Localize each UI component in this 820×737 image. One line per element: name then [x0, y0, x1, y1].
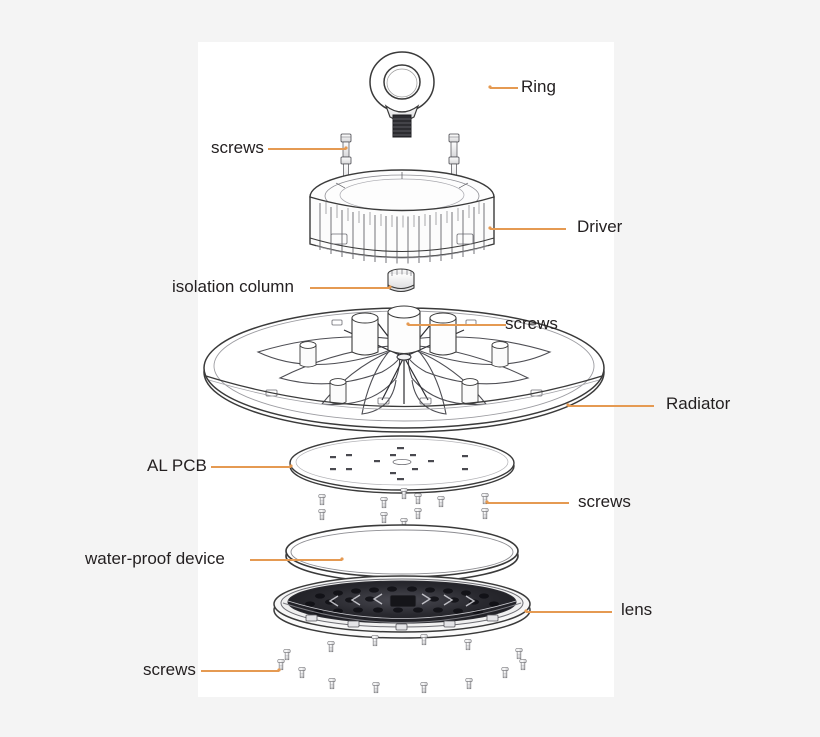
component-lens	[273, 575, 531, 639]
leader-line-driver	[490, 228, 566, 230]
leader-line-ring	[490, 87, 518, 89]
label-isolation-column: isolation column	[172, 277, 294, 296]
leader-line-lens	[526, 611, 612, 613]
leader-line-al-pcb	[211, 466, 291, 468]
component-screws-pcb	[318, 488, 489, 530]
label-al-pcb: AL PCB	[147, 456, 207, 475]
leader-line-screws-bottom	[201, 670, 279, 672]
label-driver: Driver	[577, 217, 623, 236]
component-water-proof-device	[285, 524, 519, 583]
label-screws-pcb: screws	[578, 492, 631, 511]
label-radiator: Radiator	[666, 394, 731, 413]
leader-line-screws-radiator	[408, 324, 506, 326]
component-al-pcb	[289, 435, 515, 494]
component-isolation-column	[387, 268, 415, 293]
label-lens: lens	[621, 600, 653, 619]
component-driver	[309, 169, 495, 264]
leader-line-screws-top	[268, 148, 346, 150]
leader-line-radiator	[568, 405, 654, 407]
label-screws-radiator: screws	[505, 314, 558, 333]
label-screws-top: screws	[211, 138, 264, 157]
component-ring	[369, 51, 435, 138]
label-screws-bottom: screws	[143, 660, 196, 679]
component-radiator	[203, 305, 605, 433]
component-screws-bottom	[277, 634, 527, 694]
label-ring: Ring	[521, 77, 556, 96]
label-water-proof: water-proof device	[85, 549, 225, 568]
leader-line-water-proof	[250, 559, 342, 561]
leader-line-screws-pcb	[487, 502, 569, 504]
leader-line-isolation-column	[310, 287, 390, 289]
